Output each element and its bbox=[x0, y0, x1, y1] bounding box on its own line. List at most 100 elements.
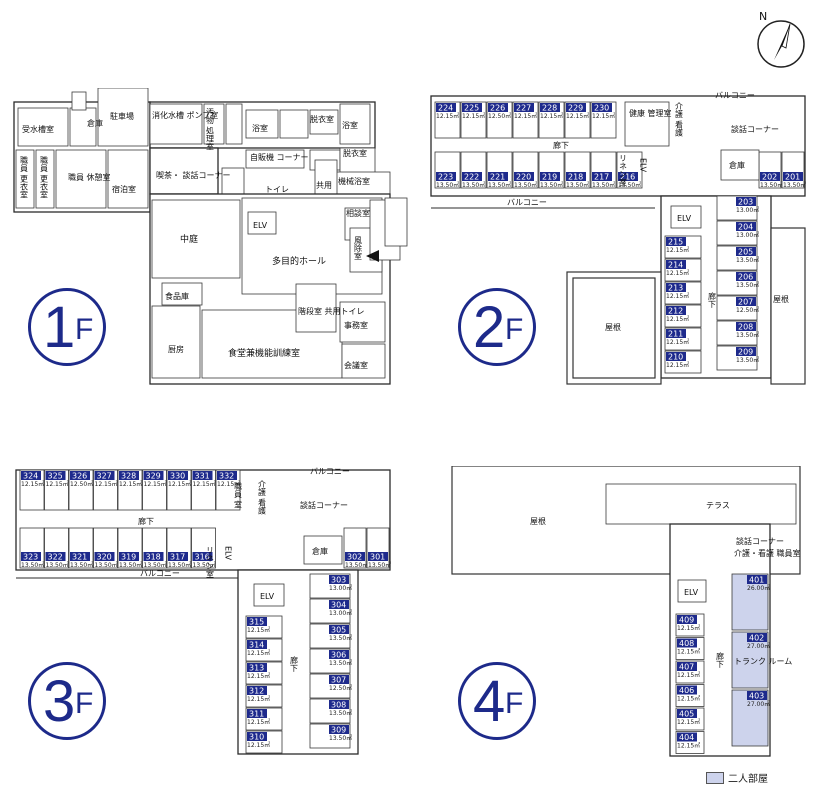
room-number: 228 bbox=[542, 104, 557, 113]
room-size: 13.50㎡ bbox=[488, 181, 511, 189]
room-size: 13.50㎡ bbox=[566, 181, 589, 189]
room-number-tag bbox=[247, 663, 267, 672]
room-size: 13.50㎡ bbox=[329, 634, 352, 642]
room-number: 208 bbox=[738, 323, 753, 332]
label-balcony-bottom-2f: バルコニー bbox=[507, 198, 547, 207]
room-number: 202 bbox=[762, 173, 777, 182]
room-number: 203 bbox=[738, 198, 753, 207]
room-size: 12.15㎡ bbox=[677, 624, 700, 632]
room-number-tag bbox=[736, 247, 756, 256]
room-size: 13.50㎡ bbox=[119, 561, 142, 569]
room-number-tag bbox=[143, 471, 164, 480]
room-number-tag bbox=[736, 272, 756, 281]
room-number-tag bbox=[21, 552, 41, 561]
room-size: 13.50㎡ bbox=[736, 356, 759, 364]
floor-1-number: 1 bbox=[43, 295, 76, 360]
room-size: 13.00㎡ bbox=[736, 231, 759, 239]
room-number-tag bbox=[192, 471, 213, 480]
label-care-station-3f: 介護 看護 bbox=[258, 480, 267, 516]
floor-4-plan: 屋根 テラス 談話コーナー 介護・看護 職員室 ELV 40912.15㎡408… bbox=[451, 466, 801, 757]
label-lounge-2f: 談話コーナー bbox=[731, 124, 779, 134]
room-size: 13.50㎡ bbox=[193, 561, 216, 569]
room-number-tag bbox=[329, 575, 349, 584]
room-number-tag bbox=[70, 471, 90, 480]
label-staff-changing-1: 職員 更衣室 bbox=[20, 156, 29, 199]
room-size: 13.50㎡ bbox=[462, 181, 485, 189]
room-number: 221 bbox=[490, 173, 505, 182]
room-size: 12.15㎡ bbox=[193, 480, 216, 488]
room-size: 12.15㎡ bbox=[247, 649, 270, 657]
room-number: 331 bbox=[195, 472, 210, 481]
room-number: 309 bbox=[331, 726, 346, 735]
room-size: 13.50㎡ bbox=[368, 561, 391, 569]
room-number: 216 bbox=[620, 173, 635, 182]
room-number: 229 bbox=[568, 104, 583, 113]
room-number-tag bbox=[760, 172, 780, 181]
floor-4-badge: 4 F bbox=[458, 662, 536, 740]
label-linen-3f: リネン室 bbox=[206, 546, 215, 578]
room-number-tag bbox=[143, 552, 164, 561]
room-number-tag bbox=[566, 103, 586, 112]
label-staff-lounge: 職員 休憩室 bbox=[68, 172, 111, 182]
room-size: 13.50㎡ bbox=[783, 181, 806, 189]
room-number: 328 bbox=[121, 472, 136, 481]
label-shared-toilet: 共用 bbox=[316, 181, 332, 190]
label-corridor-2f: 廊下 bbox=[553, 140, 569, 150]
room-number-tag bbox=[168, 471, 188, 480]
room-number-tag bbox=[247, 640, 267, 649]
north-compass-icon: N bbox=[757, 10, 805, 68]
room-size: 13.50㎡ bbox=[329, 734, 352, 742]
room-number: 301 bbox=[370, 553, 385, 562]
room-number: 319 bbox=[121, 553, 136, 562]
room-size: 12.15㎡ bbox=[247, 626, 270, 634]
room-size: 12.15㎡ bbox=[677, 695, 700, 703]
room-size: 12.50㎡ bbox=[736, 306, 759, 314]
room-number: 206 bbox=[738, 273, 753, 282]
room-number: 322 bbox=[48, 553, 63, 562]
room-number-tag bbox=[329, 650, 349, 659]
room-size: 12.15㎡ bbox=[21, 480, 44, 488]
room-number-tag bbox=[747, 633, 767, 642]
floor-3-wing-right-rooms: 30313.00㎡30413.00㎡30513.50㎡30613.50㎡3071… bbox=[309, 573, 352, 749]
room-number-tag bbox=[70, 552, 90, 561]
floor-4-suffix: F bbox=[505, 687, 524, 720]
room-size: 12.15㎡ bbox=[436, 112, 459, 120]
room-size: 12.15㎡ bbox=[566, 112, 589, 120]
room-number: 315 bbox=[249, 618, 264, 627]
room-size: 12.15㎡ bbox=[666, 246, 689, 254]
label-roof-right-2f: 屋根 bbox=[773, 294, 789, 304]
room-number: 304 bbox=[331, 601, 346, 610]
label-elv-4f: ELV bbox=[684, 588, 699, 597]
room-number: 213 bbox=[668, 284, 683, 293]
label-dining-training: 食堂兼機能訓練室 bbox=[228, 347, 300, 359]
room-size: 12.15㎡ bbox=[677, 718, 700, 726]
room-number: 407 bbox=[679, 663, 694, 672]
room-number: 332 bbox=[219, 472, 234, 481]
floor-3-number: 3 bbox=[43, 669, 76, 734]
room-number-tag bbox=[677, 732, 697, 742]
label-meeting: 会議室 bbox=[344, 360, 368, 370]
label-linen-2f: リネン室 bbox=[619, 154, 628, 186]
label-cafe: 喫茶・ 談話コーナー bbox=[156, 170, 231, 180]
room-number-tag bbox=[119, 471, 139, 480]
room-number-tag bbox=[677, 638, 697, 648]
